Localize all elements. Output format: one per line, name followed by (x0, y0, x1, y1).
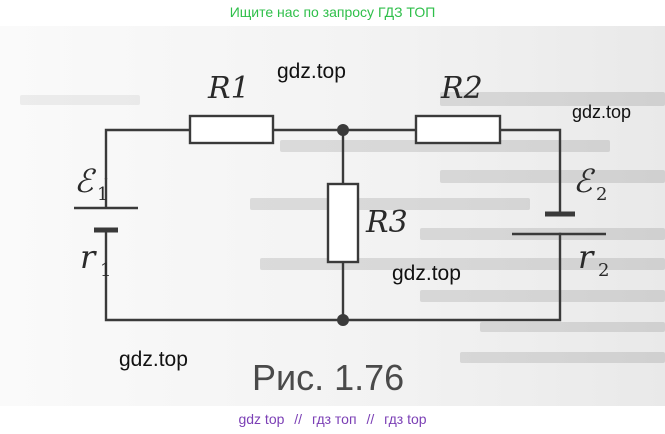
bleed-through-text (20, 92, 665, 363)
watermark-gdz-top: gdz.top (119, 348, 188, 371)
emf2-subscript: 2 (596, 184, 607, 205)
r-internal1-subscript: 1 (100, 260, 111, 281)
junction-bottom (337, 314, 349, 326)
footer-separator: // (294, 411, 303, 427)
emf1-symbol: ℰ (74, 162, 97, 200)
resistor-r1 (188, 114, 275, 145)
footer-separator: // (366, 411, 375, 427)
watermark-gdz-top: gdz.top (277, 60, 346, 83)
resistor-r3 (326, 182, 360, 264)
wire-bottom (104, 228, 562, 322)
r2-label: R2 (440, 71, 483, 106)
footer-links: gdz top // гдз топ // гдз top (0, 411, 665, 427)
watermark-gdz-top: gdz.top (572, 102, 632, 122)
junction-top (337, 124, 349, 136)
top-banner[interactable]: Ищите нас по запросу ГДЗ ТОП (229, 4, 436, 20)
footer-link-gdz-top-mixed[interactable]: гдз top (384, 411, 427, 427)
r-internal1-letter: r (80, 238, 97, 276)
wire-top-left (104, 128, 192, 180)
footer-link-gdz-top-cyrillic[interactable]: гдз топ (311, 411, 357, 427)
emf2-symbol: ℰ (573, 162, 596, 200)
wire-top-right (498, 128, 562, 216)
r-internal2-letter: r (578, 238, 595, 276)
r-internal2-subscript: 2 (598, 260, 609, 281)
resistor-r2 (414, 114, 502, 145)
r3-label: R3 (365, 205, 408, 240)
watermark-gdz-top: gdz.top (392, 262, 461, 285)
footer-link-gdz-top[interactable]: gdz top (238, 411, 285, 427)
emf1-subscript: 1 (97, 184, 108, 205)
r1-label: R1 (207, 71, 250, 106)
circuit-diagram: R1 R2 R3 ℰ 1 ℰ 2 r 1 r 2 Рис. 1.76 (0, 26, 665, 406)
circuit-figure: R1 R2 R3 ℰ 1 ℰ 2 r 1 r 2 Рис. 1.76 (0, 26, 665, 406)
figure-caption: Рис. 1.76 (252, 357, 404, 398)
